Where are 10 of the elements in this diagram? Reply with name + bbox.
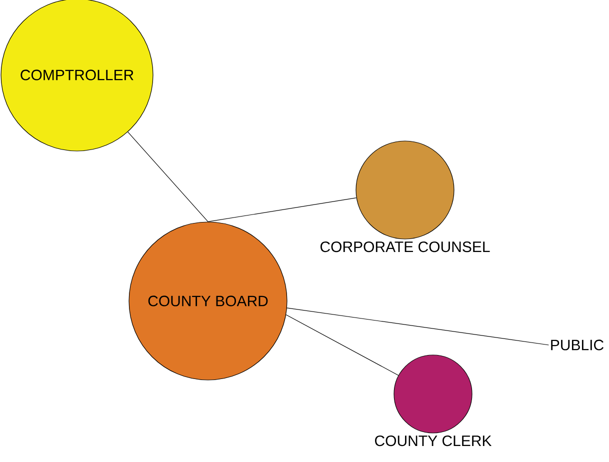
circle-node: COUNTY BOARD xyxy=(128,222,288,380)
node-label: PUBLIC xyxy=(551,340,604,350)
connector-line xyxy=(286,308,549,346)
node-label: COUNTY CLERK xyxy=(375,435,492,446)
node-label: CORPORATE COUNSEL xyxy=(320,241,490,252)
connector-line xyxy=(208,198,357,222)
connector-line xyxy=(286,314,399,376)
connector-line xyxy=(128,132,208,222)
circle-node: CORPORATE COUNSEL xyxy=(320,140,490,252)
circle-node: COUNTY CLERK xyxy=(375,354,492,446)
